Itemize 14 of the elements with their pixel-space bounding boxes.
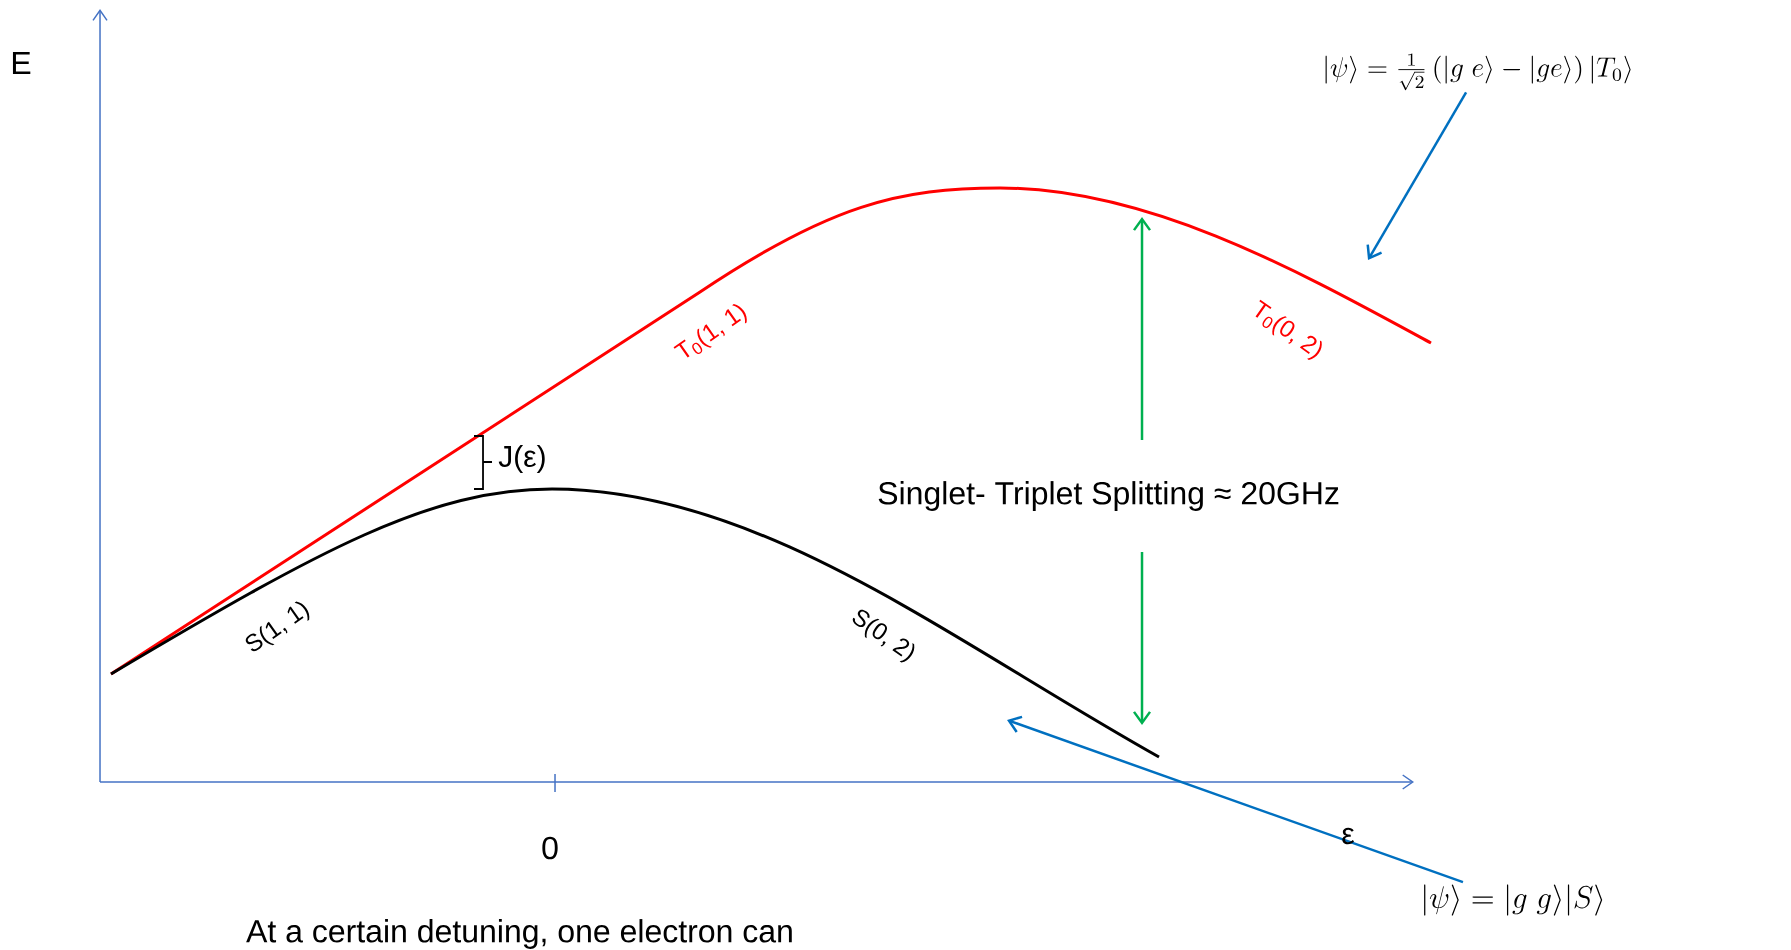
curve-label: S(1, 1) (245, 601, 310, 652)
curve-label: S(0, 2) (852, 609, 915, 663)
formula: $|\psi\rangle = \frac{1}{\sqrt{2}}\left(|g\;e\rangle - |ge\rangle\right)|T_0\rangle$ (1325, 53, 1631, 91)
curve-label: T$_{0}$(0, 2) (1255, 299, 1322, 360)
arrow (1007, 715, 1464, 884)
annotation-text: Singlet- Triplet Splitting ≈ 20GHz (878, 481, 1339, 511)
arrow (1366, 91, 1468, 260)
note-text: At a certain detuning, one electron can (246, 919, 792, 949)
formula: $|\psi\rangle = |g\;g\rangle|S\rangle$ (1424, 884, 1603, 916)
tick-label: 0 (542, 836, 558, 860)
curve-label: T$_{0}$(1, 1) (673, 304, 747, 358)
axis-label: ε (1342, 827, 1355, 845)
brace-label: J(ε) (498, 445, 545, 473)
axis-label: E (12, 52, 31, 74)
